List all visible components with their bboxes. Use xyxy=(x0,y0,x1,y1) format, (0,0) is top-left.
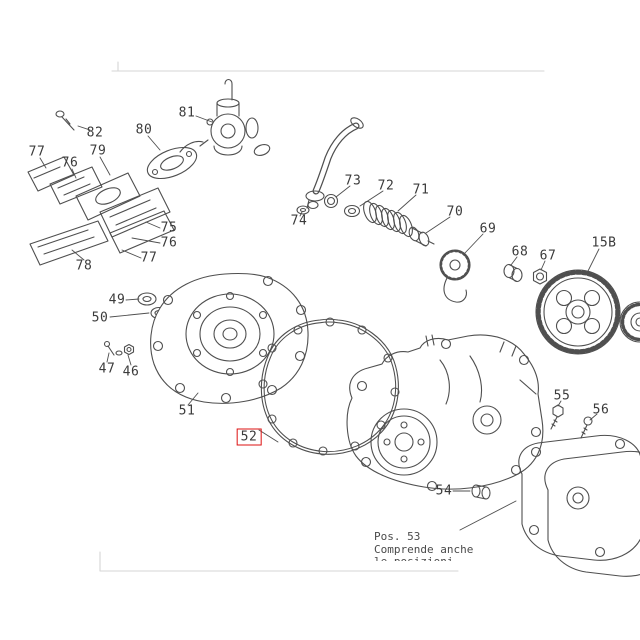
part-label-67[interactable]: 67 xyxy=(539,248,557,264)
primary-gear-drawing xyxy=(535,269,640,355)
part-label-50[interactable]: 50 xyxy=(91,310,109,326)
note-line-2: Comprende anche xyxy=(374,542,474,556)
part-label-49[interactable]: 49 xyxy=(108,292,126,308)
part-label-55[interactable]: 55 xyxy=(553,388,571,404)
leader-lines xyxy=(39,115,600,531)
reed-valve-stack-drawing xyxy=(27,110,175,266)
part-label-81[interactable]: 81 xyxy=(178,105,196,121)
carburettor-drawing xyxy=(199,78,259,156)
bolts-drawing xyxy=(550,404,593,439)
part-label-72[interactable]: 72 xyxy=(377,178,395,194)
part-label-76b[interactable]: 76 xyxy=(160,235,178,251)
rear-cover-drawing xyxy=(518,434,640,577)
page-border xyxy=(99,61,545,572)
bushing-nut-drawing xyxy=(503,263,548,285)
part-label-69[interactable]: 69 xyxy=(479,221,497,237)
washers-orings-drawing xyxy=(296,193,361,218)
part-label-71[interactable]: 71 xyxy=(412,182,430,198)
intake-manifold-drawing xyxy=(146,140,271,180)
note-line-3: le posizioni xyxy=(374,555,473,561)
part-label-79[interactable]: 79 xyxy=(89,143,107,159)
part-label-80[interactable]: 80 xyxy=(135,122,153,138)
part-label-76[interactable]: 76 xyxy=(61,155,79,171)
part-label-77b[interactable]: 77 xyxy=(140,250,158,266)
part-label-82[interactable]: 82 xyxy=(86,125,104,141)
part-label-74[interactable]: 74 xyxy=(290,213,308,229)
part-label-75[interactable]: 75 xyxy=(160,220,178,236)
note-line-1: Pos. 53 xyxy=(374,531,421,543)
part-label-52-highlighted[interactable]: 52 xyxy=(236,428,262,446)
crankcase-drawing xyxy=(346,334,544,492)
part-label-77[interactable]: 77 xyxy=(28,144,46,160)
part-label-73[interactable]: 73 xyxy=(344,173,362,189)
part-label-47[interactable]: 47 xyxy=(98,361,116,377)
part-label-78[interactable]: 78 xyxy=(75,258,93,274)
spring-drawing xyxy=(363,200,413,238)
part-label-46[interactable]: 46 xyxy=(122,364,140,380)
part-label-68[interactable]: 68 xyxy=(511,244,529,260)
part-label-56[interactable]: 56 xyxy=(592,402,610,418)
part-label-54[interactable]: 54 xyxy=(435,483,453,499)
position-note: Pos. 53 Comprende anche le posizioni xyxy=(374,531,473,561)
part-label-70[interactable]: 70 xyxy=(446,204,464,220)
kickstart-shaft-gear-drawing xyxy=(408,226,471,303)
spacer-drawing xyxy=(471,484,491,500)
part-label-15B[interactable]: 15B xyxy=(591,235,617,251)
part-label-51[interactable]: 51 xyxy=(178,403,196,419)
kickstart-lever-drawing xyxy=(305,117,364,209)
clutch-cover-drawing xyxy=(150,272,309,404)
cover-gasket-drawing xyxy=(258,317,400,456)
